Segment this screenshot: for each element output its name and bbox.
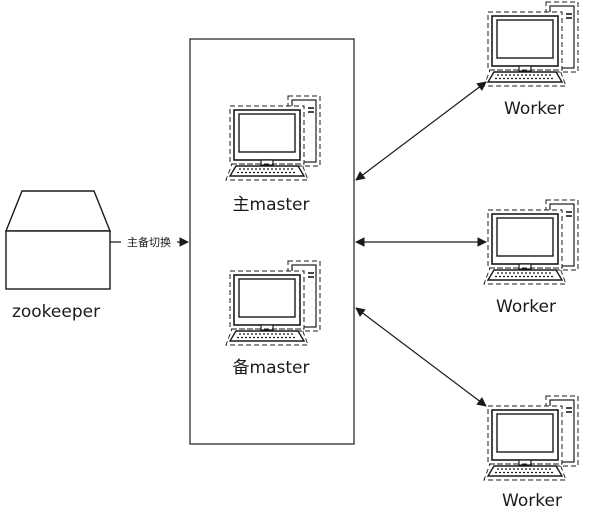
computer-icon: [483, 199, 579, 285]
computer-icon: [483, 395, 579, 481]
worker-label: Worker: [502, 491, 562, 511]
worker-label: Worker: [496, 297, 556, 317]
storage-box-icon: [4, 190, 112, 290]
worker-node-1: Worker: [483, 1, 579, 119]
worker-node-3: Worker: [483, 395, 579, 511]
master-primary-node: 主master: [225, 95, 321, 215]
computer-icon: [483, 1, 579, 87]
edge-master-worker-1: [355, 81, 487, 181]
zookeeper-node: zookeeper: [4, 190, 112, 322]
worker-node-2: Worker: [483, 199, 579, 317]
zookeeper-label: zookeeper: [12, 302, 100, 322]
master-standby-label: 备master: [233, 358, 310, 378]
worker-label: Worker: [504, 99, 564, 119]
edge-zk-to-masters: 主备切换: [110, 234, 189, 249]
edge-master-worker-3: [355, 307, 487, 407]
master-primary-label: 主master: [233, 195, 310, 215]
edge-label: 主备切换: [127, 235, 171, 249]
master-standby-node: 备master: [225, 260, 321, 378]
master-cluster-box: [189, 38, 355, 445]
